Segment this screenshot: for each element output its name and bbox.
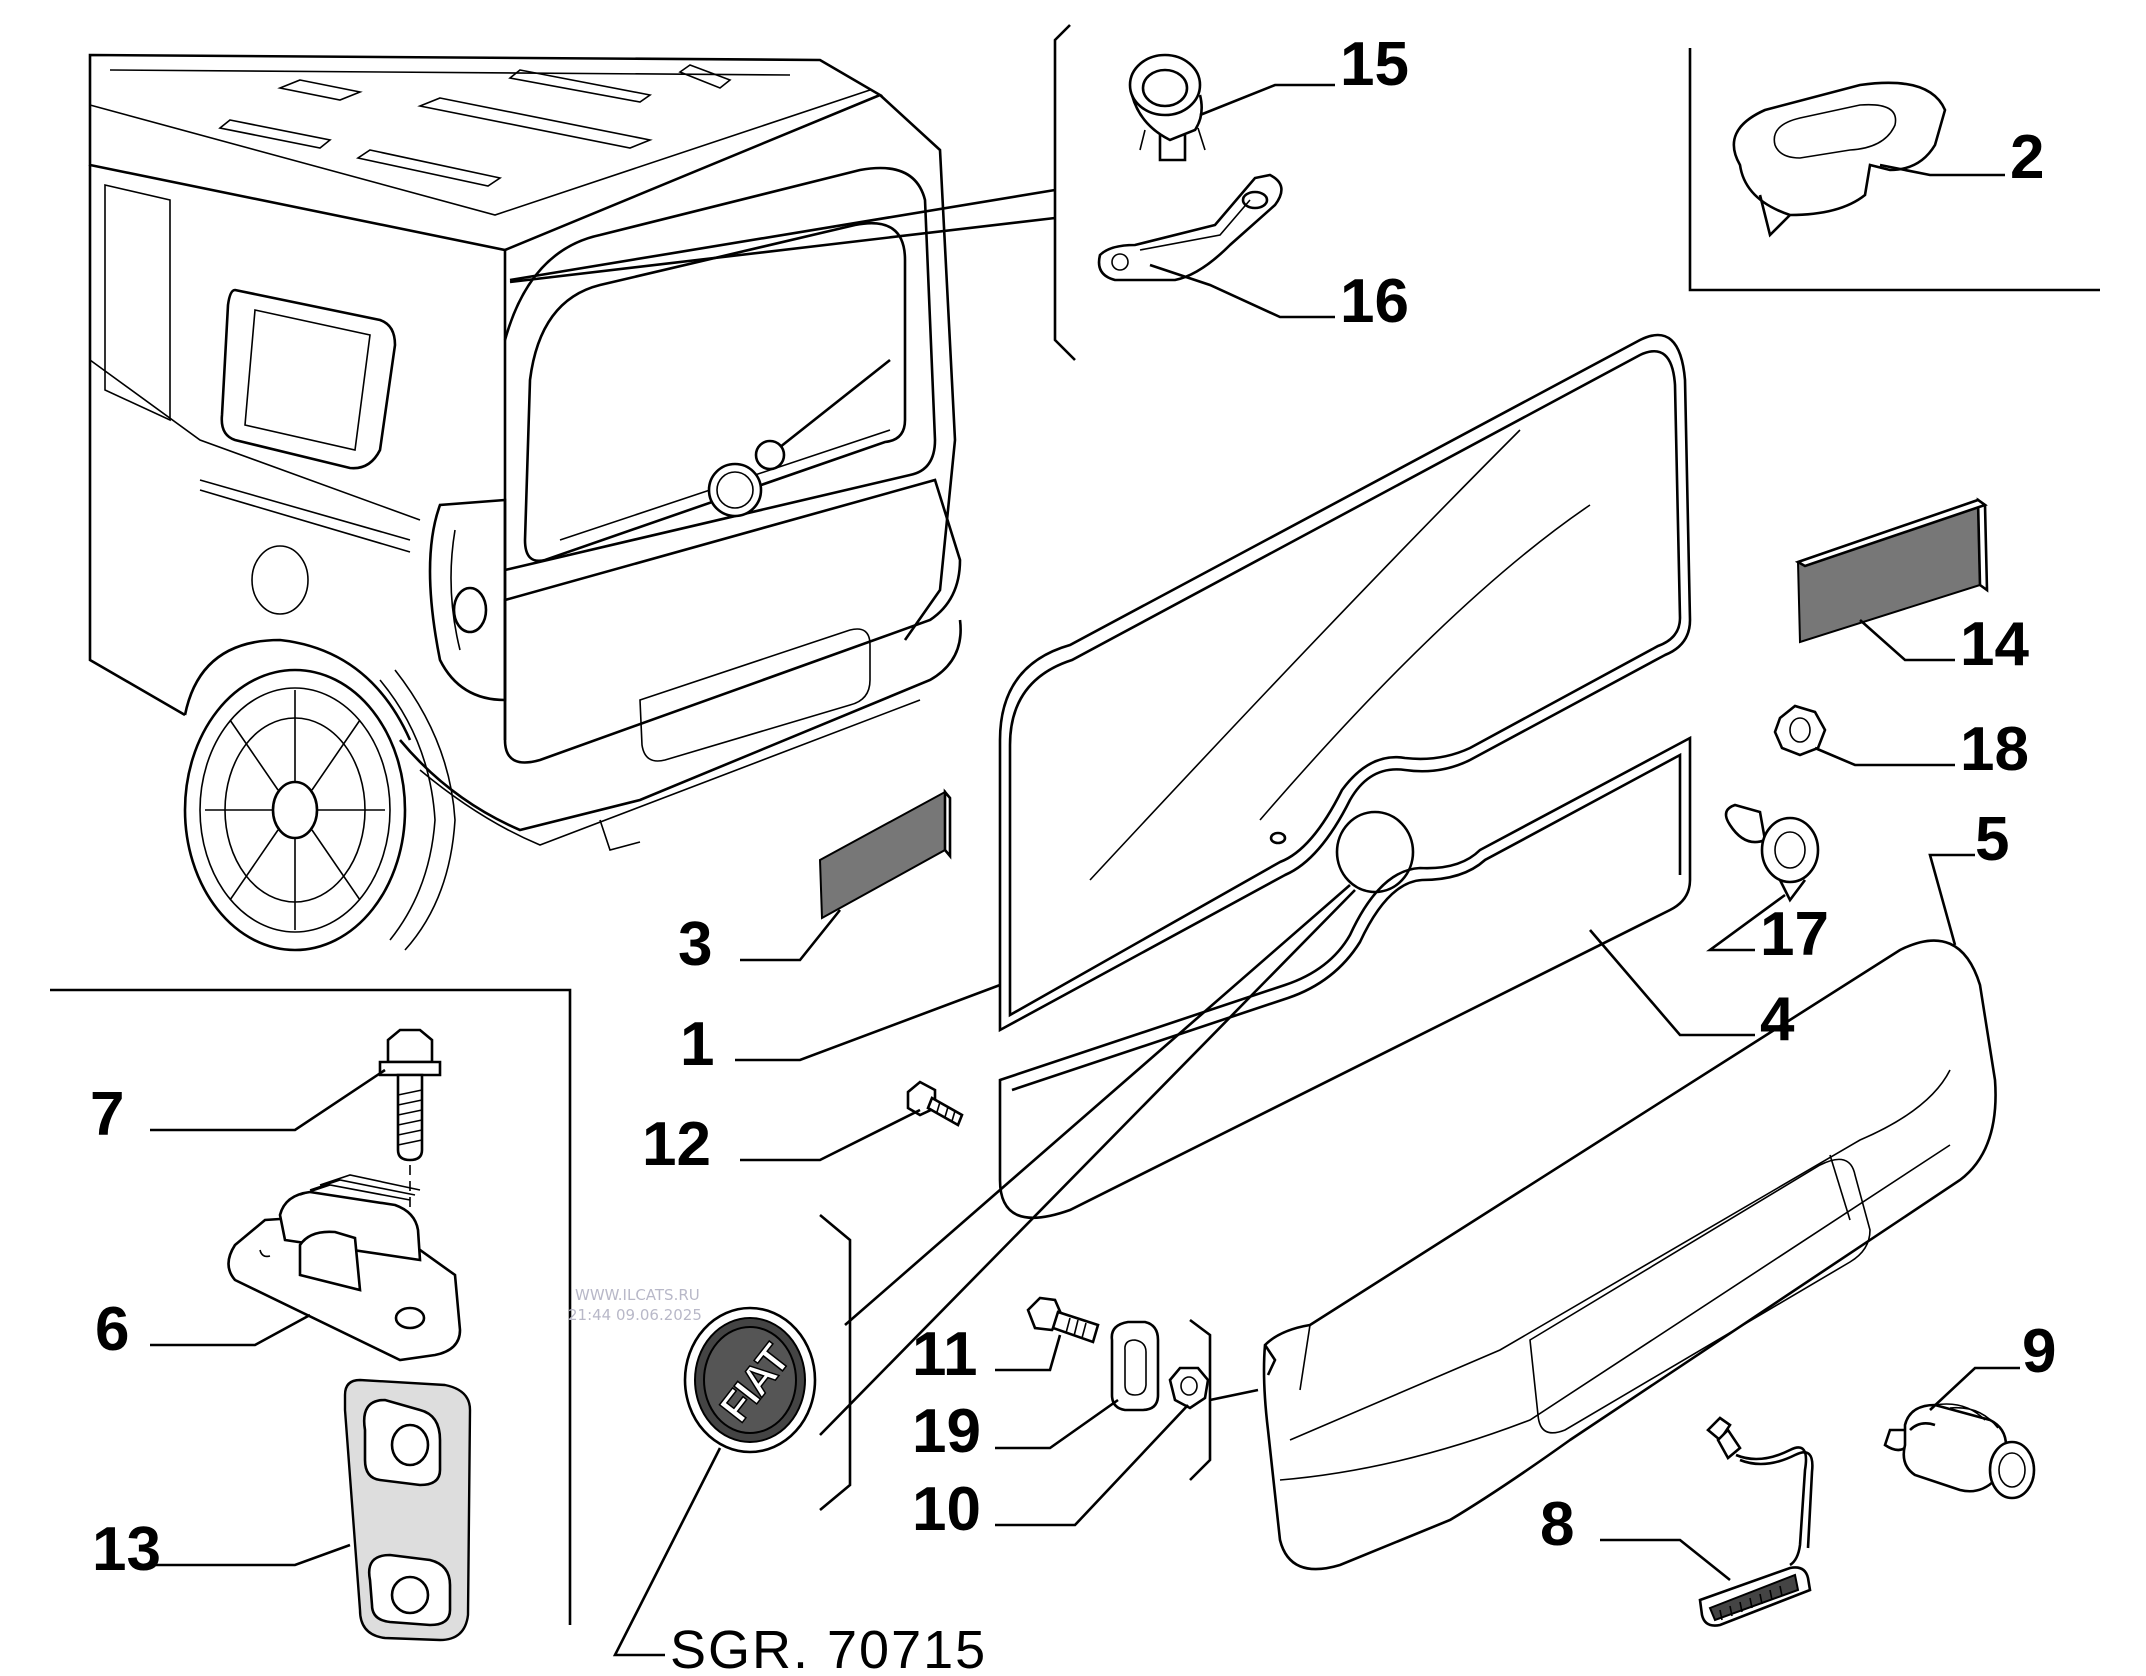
leader-11	[995, 1334, 1062, 1372]
part-15-clip	[1128, 53, 1206, 162]
leader-16	[1149, 263, 1335, 319]
part-6-lamp-bracket	[227, 1174, 462, 1362]
leader-17	[1706, 893, 1786, 952]
wheel	[183, 668, 456, 952]
callout-3: 3	[678, 910, 712, 979]
callouts: 1 2 3 4 5 6 7 8 9 10 11 12 13 14 15 16 1…	[90, 30, 2056, 1584]
callout-8: 8	[1540, 1490, 1574, 1559]
callout-18: 18	[1960, 715, 2029, 784]
part-10-nut	[1168, 1366, 1210, 1410]
callout-2: 2	[2010, 123, 2044, 192]
callout-16: 16	[1340, 267, 1409, 336]
leader-badge-a	[844, 884, 1351, 1326]
callout-15: 15	[1340, 30, 1409, 99]
callout-7: 7	[90, 1080, 124, 1149]
leader-3	[740, 909, 842, 962]
leader-19	[995, 1398, 1119, 1450]
vehicle-illustration	[88, 53, 962, 952]
part-8-switch	[1698, 1416, 1814, 1627]
watermark-line-1: WWW.ILCATS.RU	[575, 1286, 700, 1304]
bracket-10-11-19	[1189, 1318, 1212, 1481]
callout-11: 11	[912, 1320, 978, 1389]
box-parts-6-7-13	[50, 988, 572, 1625]
callout-12: 12	[642, 1110, 711, 1179]
leader-14	[1859, 619, 1955, 662]
part-3-pad	[818, 788, 952, 920]
leader-9	[1929, 1366, 2020, 1411]
leader-15	[1199, 83, 1335, 117]
part-12-screw	[906, 1080, 964, 1127]
callout-19: 19	[912, 1397, 981, 1466]
part-2-grommet	[1732, 81, 1947, 238]
leader-1	[735, 983, 1001, 1062]
part-5-panel	[1262, 939, 1997, 1571]
leader-10	[995, 1404, 1189, 1527]
part-19-bushing	[1110, 1320, 1160, 1412]
part-16-bracket	[1097, 173, 1283, 282]
callout-1: 1	[680, 1010, 714, 1079]
part-7-bolt	[378, 1028, 442, 1320]
part-14-pad	[1794, 497, 1989, 644]
leader-4	[1589, 929, 1755, 1037]
callout-14: 14	[1960, 610, 2029, 679]
callout-5: 5	[1975, 805, 2009, 874]
part-9-lock	[1883, 1403, 2036, 1500]
part-13-lens	[343, 1378, 472, 1642]
callout-9: 9	[2022, 1317, 2056, 1386]
leader-2	[1879, 163, 2005, 177]
leader-12	[740, 1108, 921, 1162]
diagram-code: SGR. 70715	[670, 1620, 987, 1676]
callout-13: 13	[92, 1515, 161, 1584]
callout-10: 10	[912, 1475, 981, 1544]
leader-7	[150, 1068, 386, 1132]
bracket-15-16	[1053, 24, 1076, 361]
leader-18	[1814, 746, 1955, 767]
leader-to-panel	[1209, 1388, 1259, 1402]
part-11-bolt	[1026, 1296, 1100, 1344]
callout-6: 6	[95, 1295, 129, 1364]
part-17-clip	[1724, 803, 1820, 903]
watermark-line-2: 21:44 09.06.2025	[568, 1306, 702, 1324]
part-1-rear-glass	[998, 333, 1692, 1033]
box-part-2	[1688, 48, 2100, 292]
callout-4: 4	[1760, 985, 1795, 1054]
fiat-badge: FIAT	[683, 1214, 852, 1511]
leader-13	[150, 1543, 351, 1567]
leader-badge-b	[819, 889, 1356, 1436]
leader-6	[150, 1313, 311, 1347]
leader-5	[1928, 853, 1975, 946]
part-4-garnish	[998, 735, 1692, 1219]
leader-8	[1600, 1538, 1731, 1582]
bracket-badge	[819, 1214, 852, 1511]
leader-vehicle-top	[509, 188, 1056, 284]
callout-17: 17	[1760, 900, 1829, 969]
leader-code	[612, 1447, 722, 1657]
